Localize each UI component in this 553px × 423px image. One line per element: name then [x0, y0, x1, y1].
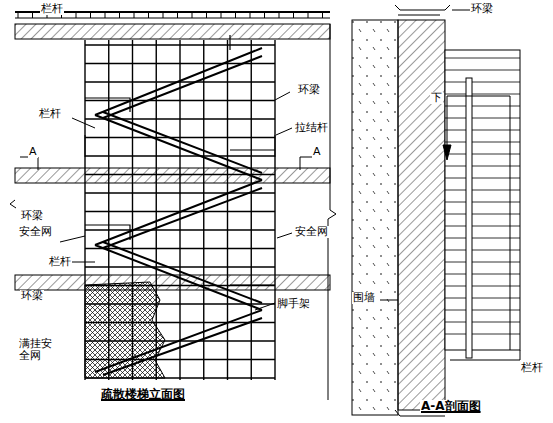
stroke: [279, 12, 280, 18]
part-label: 下: [430, 92, 443, 104]
stroke: [221, 12, 222, 18]
stroke: [134, 12, 135, 18]
part-label: 安全网: [294, 226, 329, 238]
stroke: [32, 12, 33, 18]
stroke: [192, 12, 193, 18]
stroke: [250, 12, 251, 18]
stroke: [85, 137, 275, 138]
drawing-caption: 疏散楼梯立面图: [100, 388, 186, 400]
stroke: [119, 12, 120, 18]
part-label: A: [312, 146, 322, 158]
stroke: [445, 190, 520, 191]
stroke: [445, 286, 520, 287]
stroke: [163, 12, 164, 18]
stroke: [445, 226, 520, 227]
stroke: [76, 12, 77, 18]
stroke: [445, 310, 520, 311]
stroke: [445, 262, 520, 263]
stroke: [177, 12, 178, 18]
stroke: [148, 12, 149, 18]
stroke: [445, 130, 520, 131]
stroke: [85, 118, 275, 119]
part-label: 环梁: [297, 84, 321, 96]
stroke: [445, 322, 520, 323]
stroke: [85, 229, 275, 230]
part-label: 环梁: [20, 290, 44, 302]
stroke: [445, 334, 520, 335]
stroke: [85, 155, 275, 156]
part-label: 栏杆: [48, 256, 72, 268]
stroke: [445, 274, 520, 275]
stroke: [264, 12, 265, 18]
part-label: 满挂安全网: [18, 338, 56, 362]
part-label: A: [28, 146, 38, 158]
stroke: [445, 178, 520, 179]
stroke: [85, 248, 275, 249]
stroke: [445, 298, 520, 299]
part-label: 安全网: [18, 226, 53, 238]
stroke: [206, 12, 207, 18]
stroke: [445, 70, 520, 71]
part-label: 栏杆: [520, 362, 544, 374]
stroke: [445, 238, 520, 239]
stroke: [18, 12, 19, 18]
stroke: [179, 40, 180, 380]
stroke: [322, 12, 323, 18]
stroke: [274, 40, 275, 380]
part-label: 拉结杆: [294, 122, 329, 134]
stroke: [445, 202, 520, 203]
stroke: [445, 94, 520, 95]
drawing-caption: A-A剖面图: [420, 400, 482, 412]
stroke: [235, 12, 236, 18]
stroke: [445, 82, 520, 83]
stroke: [445, 106, 520, 107]
stroke: [445, 58, 520, 59]
part-label: 脚手架: [276, 298, 311, 310]
stroke: [445, 250, 520, 251]
stroke: [445, 118, 520, 119]
stroke: [227, 40, 228, 380]
part-label: 围墙: [352, 292, 376, 304]
part-label: 栏杆: [38, 108, 62, 120]
stroke: [445, 214, 520, 215]
stroke: [251, 40, 252, 380]
part-label: 环梁: [20, 210, 44, 222]
stroke: [445, 154, 520, 155]
stroke: [105, 12, 106, 18]
stroke: [85, 266, 275, 267]
stroke: [90, 12, 91, 18]
stroke: [85, 100, 275, 101]
part-label: 栏杆: [40, 3, 64, 15]
stroke: [445, 142, 520, 143]
stroke: [445, 166, 520, 167]
part-label: 环梁: [470, 3, 494, 15]
stroke: [293, 12, 294, 18]
stroke: [308, 12, 309, 18]
stroke: [85, 44, 275, 45]
